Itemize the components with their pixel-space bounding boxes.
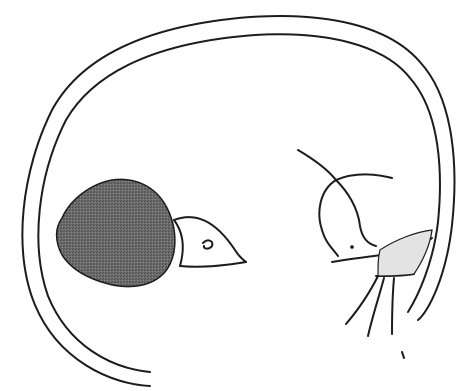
basal-curve-middle: [368, 278, 384, 336]
thalamus-upper-branch: [298, 150, 336, 180]
dark-lesion: [57, 179, 175, 286]
thalamus-right-branch: [336, 174, 392, 180]
thalamus-mass-outline: [319, 180, 338, 256]
light-shaded-region: [378, 230, 432, 276]
thalamus-mass-right: [336, 180, 376, 246]
bottom-tick-mark: [402, 352, 404, 358]
ventricle-lower: [180, 262, 246, 267]
ventricle-upper: [174, 217, 246, 262]
thalamus-dot: [350, 245, 354, 249]
basal-curve-right: [392, 278, 394, 334]
ventricle-lumen: [203, 240, 212, 248]
